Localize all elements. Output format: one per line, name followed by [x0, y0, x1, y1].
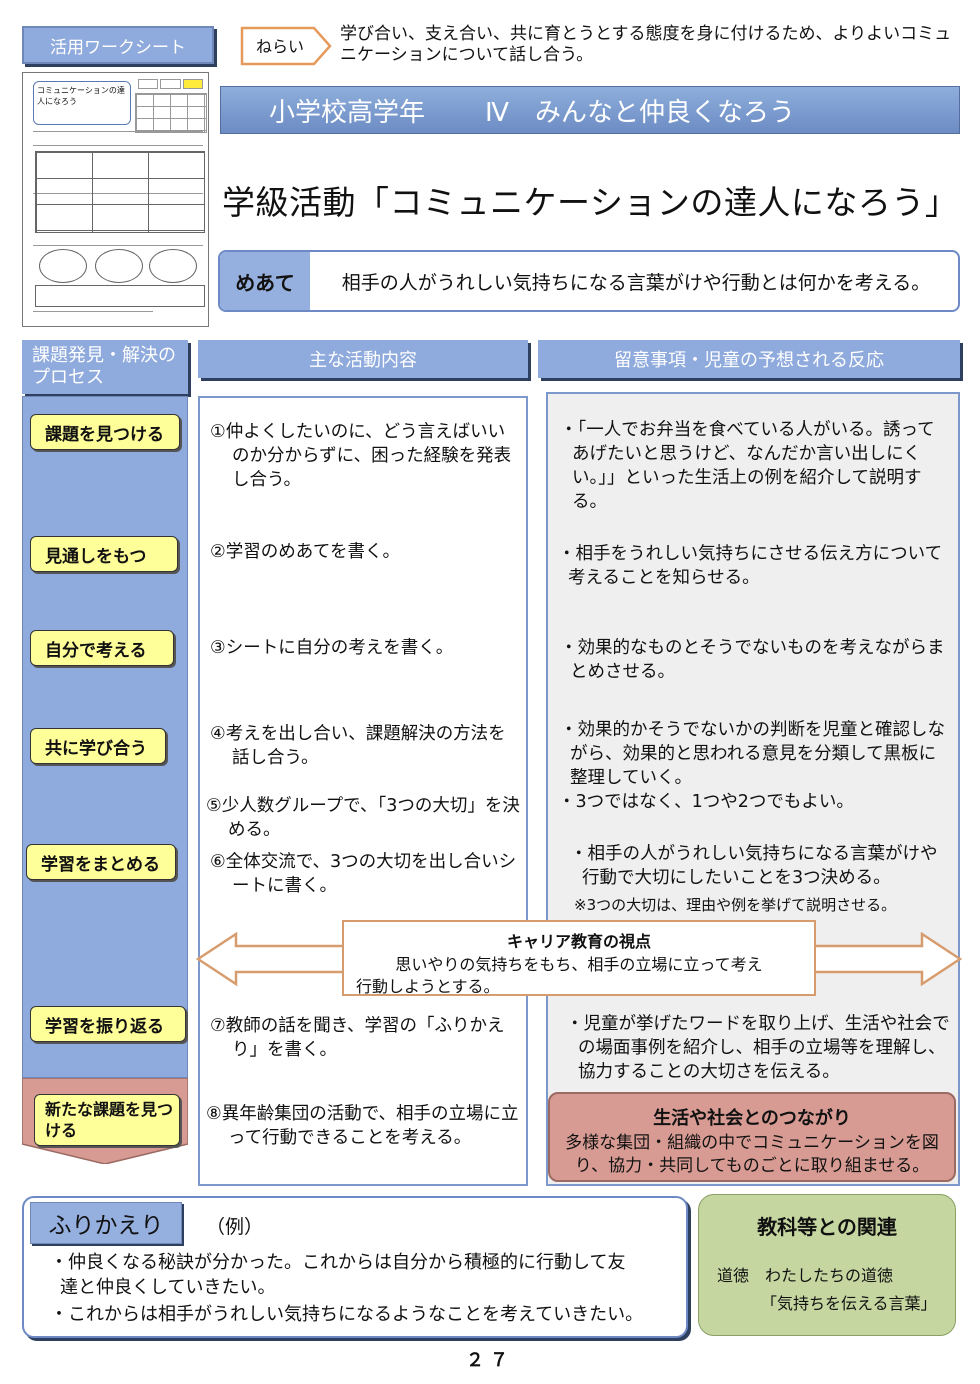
unit-banner: 小学校高学年 Ⅳ みんなと仲良くなろう	[220, 86, 960, 134]
career-education-box: キャリア教育の視点 思いやりの気持ちをもち、相手の立場に立って考え 行動しようと…	[342, 920, 816, 996]
reflection-label: ふりかえり	[30, 1202, 182, 1244]
worksheet-label: 活用ワークシート	[22, 26, 214, 64]
meate-box	[218, 250, 960, 312]
note-item: ・効果的なものとそうでないものを考えながらまとめさせる。	[560, 638, 945, 682]
thumbnail-line	[33, 311, 153, 312]
related-title: 教科等との関連	[757, 1215, 897, 1239]
activity-item: ⑥全体交流で、3つの大切を出し合いシートに書く。	[210, 852, 517, 896]
thumbnail-circle	[39, 249, 87, 283]
activity-column-header: 主な活動内容	[198, 340, 528, 378]
reflection-example: （例）	[206, 1216, 264, 1238]
thumbnail-reflect-box	[35, 285, 205, 307]
step-reflect: 学習を振り返る	[30, 1006, 186, 1042]
thumbnail-grid	[135, 93, 207, 133]
step-think-self: 自分で考える	[30, 630, 174, 666]
notes-column	[546, 392, 960, 1186]
step-new-issue: 新たな課題を見つける	[34, 1094, 180, 1146]
step-summarize: 学習をまとめる	[26, 844, 176, 880]
activity-column	[198, 396, 528, 1186]
step-outlook: 見通しをもつ	[30, 536, 178, 572]
nerai-arrow-tag: ねらい	[240, 26, 332, 66]
society-text: 多様な集団・組織の中でコミュニケーションを図り、協力・共同してものごとに取り組ま…	[565, 1133, 939, 1176]
note-item: ・相手の人がうれしい気持ちになる言葉がけや行動で大切にしたいことを3つ決める。	[570, 844, 938, 888]
main-title: 学級活動「コミュニケーションの達人になろう」	[222, 183, 959, 222]
related-line-2: 「気持ちを伝える言葉」	[761, 1294, 937, 1313]
related-line-1: 道徳 わたしたちの道徳	[717, 1266, 894, 1285]
banner-unit: Ⅳ みんなと仲良くなろう	[485, 97, 796, 128]
step-learn-together: 共に学び合う	[30, 728, 166, 764]
reflection-item: ・仲良くなる秘訣が分かった。これからは自分から積極的に行動して友達と仲良くしてい…	[50, 1252, 626, 1298]
thumbnail-title: コミュニケーションの達人になろう	[33, 81, 131, 125]
career-line-1: 思いやりの気持ちをもち、相手の立場に立って考え	[395, 955, 763, 974]
activity-item: ⑦教師の話を聞き、学習の「ふりかえり」を書く。	[210, 1016, 505, 1060]
nerai-label: ねらい	[256, 37, 304, 56]
note-item: ・相手をうれしい気持ちにさせる伝え方について考えることを知らせる。	[558, 544, 943, 588]
note-item: ・3つではなく、1つや2つでもよい。	[558, 792, 854, 812]
meate-label: めあて	[220, 252, 310, 310]
process-column-header: 課題発見・解決のプロセス	[22, 340, 188, 394]
activity-item: ④考えを出し合い、課題解決の方法を話し合う。	[210, 724, 506, 768]
worksheet-thumbnail: コミュニケーションの達人になろう	[22, 72, 209, 327]
activity-item: ⑧異年齢集団の活動で、相手の立場に立って行動できることを考える。	[206, 1104, 519, 1148]
activity-item: ①仲よくしたいのに、どう言えばいいのか分からずに、困った経験を発表し合う。	[210, 422, 512, 490]
reflection-item: ・これからは相手がうれしい気持ちになるようなことを考えていきたい。	[50, 1304, 644, 1325]
step-find-issue: 課題を見つける	[30, 414, 180, 450]
thumbnail-line	[33, 145, 203, 146]
thumbnail-tabs	[138, 79, 203, 89]
note-item: ・効果的かそうでないかの判断を児童と確認しながら、効果的と思われる意見を分類して…	[560, 720, 945, 788]
thumbnail-table	[35, 151, 205, 233]
nerai-text: 学び合い、支え合い、共に育とうとする態度を身に付けるため、よりよいコミュニケーシ…	[340, 24, 952, 65]
society-title: 生活や社会とのつながり	[653, 1108, 851, 1129]
activity-item: ③シートに自分の考えを書く。	[210, 638, 454, 658]
activity-item: ②学習のめあてを書く。	[210, 542, 400, 562]
page-number: ２７	[466, 1350, 514, 1371]
note-item: ・児童が挙げたワードを取り上げ、生活や社会での場面事例を紹介し、相手の立場等を理…	[566, 1014, 950, 1082]
meate-text: 相手の人がうれしい気持ちになる言葉がけや行動とは何かを考える。	[341, 271, 931, 294]
note-item: ・「一人でお弁当を食べている人がいる。誘ってあげたいと思うけど、なんだか言い出し…	[560, 420, 935, 512]
career-title: キャリア教育の視点	[506, 932, 651, 951]
thumbnail-circle	[149, 249, 197, 283]
notes-column-header: 留意事項・児童の予想される反応	[538, 340, 960, 378]
activity-item: ⑤少人数グループで、「3つの大切」を決める。	[206, 796, 520, 840]
society-connection-box: 生活や社会とのつながり 多様な集団・組織の中でコミュニケーションを図り、協力・共…	[548, 1092, 956, 1182]
career-line-2: 行動しようとする。	[356, 977, 500, 996]
banner-grade: 小学校高学年	[269, 97, 426, 128]
thumbnail-line	[33, 131, 203, 132]
thumbnail-circle	[95, 249, 143, 283]
thumbnail-line	[33, 245, 203, 246]
note-remark: ※3つの大切は、理由や例を挙げて説明させる。	[574, 896, 897, 914]
related-subjects-box: 教科等との関連 道徳 わたしたちの道徳 「気持ちを伝える言葉」	[698, 1194, 956, 1336]
